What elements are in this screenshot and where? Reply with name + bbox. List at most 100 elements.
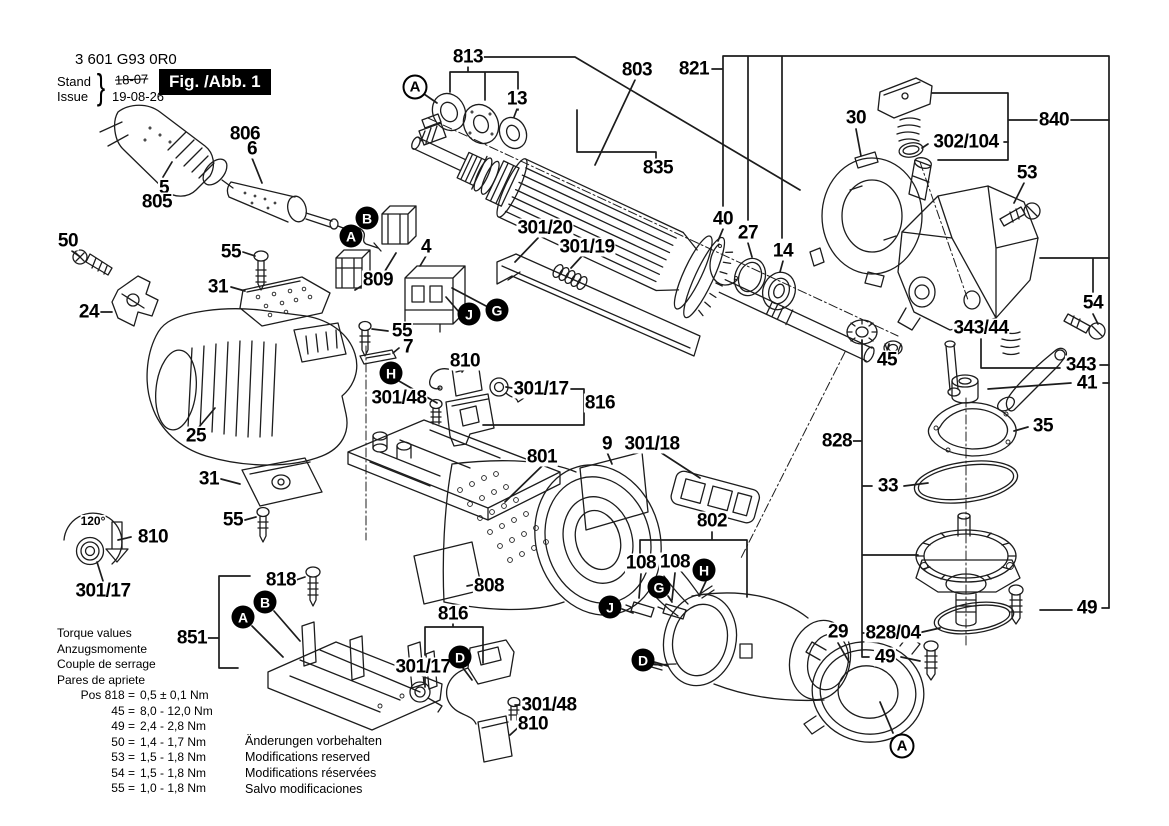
rings-40-27-14-drawing (709, 243, 797, 311)
torque-row: 54 =1,5 - 1,8 Nm (57, 766, 213, 782)
part-label-33-23: 33 (876, 475, 900, 497)
screw-55-top-drawing (253, 250, 269, 291)
part-label-301-20-8: 301/20 (516, 217, 574, 239)
part-label-810-60: 810 (516, 713, 550, 735)
part-label-851-56: 851 (175, 627, 209, 649)
letter-badge-G-8: G (647, 575, 671, 599)
part-label-108-53: 108 (624, 552, 658, 574)
switch-816-group-drawing (409, 639, 521, 763)
screw-818-drawing (305, 566, 321, 607)
torque-row: 53 =1,5 - 1,8 Nm (57, 750, 213, 766)
stand-issue-brace: } (96, 66, 106, 107)
part-label-828-04-24: 828/04 (864, 622, 922, 644)
screw-53-drawing (999, 202, 1041, 227)
screw-50-drawing (72, 249, 113, 276)
part-label-41-19: 41 (1075, 372, 1099, 394)
part-label-835-4: 835 (641, 157, 675, 179)
part-label-816-47: 816 (583, 392, 617, 414)
handle-housing-25-drawing (146, 308, 358, 466)
part-label-31-34: 31 (206, 276, 230, 298)
part-label-55-42: 55 (390, 320, 414, 342)
letter-badge-G-5: G (485, 298, 509, 322)
torque-pos: 55 = (111, 781, 135, 795)
notice-line: Modifications reserved (245, 750, 371, 764)
nameplate-808-drawing (413, 541, 483, 605)
screw-55-bottom-drawing (256, 506, 270, 543)
part-label-54-16: 54 (1081, 292, 1105, 314)
part-label-27-6: 27 (736, 222, 760, 244)
letter-badge-A-0: A (402, 74, 428, 100)
part-label-813-0: 813 (451, 46, 485, 68)
letter-badge-H-6: H (379, 361, 403, 385)
date-superseded: 18-07 (114, 71, 149, 88)
spindle-lock-button-840-drawing (877, 77, 933, 201)
letter-badge-J-9: J (598, 595, 622, 619)
screw-54-drawing (1063, 313, 1106, 340)
spiral-spring-drawing (63, 512, 129, 566)
switch-4-drawing (404, 265, 466, 333)
letter-badge-A-1: A (889, 733, 915, 759)
part-label-803-1: 803 (620, 59, 654, 81)
power-plug-drawing (99, 104, 382, 252)
part-label-810-39: 810 (136, 526, 170, 548)
gear-housing-drawing (897, 185, 1039, 331)
spring-301-19-drawing (552, 263, 588, 291)
part-label-343-44-17: 343/44 (952, 317, 1010, 339)
part-label-828-22: 828 (820, 430, 854, 452)
o-ring-828-04-drawing (933, 601, 1015, 635)
lock-lever-343-drawing (944, 331, 1068, 412)
bevel-gear-828-drawing (915, 512, 1021, 627)
part-number: 3 601 G93 0R0 (75, 51, 177, 68)
brush-holder-301-48-drawing (429, 393, 495, 447)
part-label-40-5: 40 (711, 208, 735, 230)
torque-title-line: Torque values (57, 626, 132, 640)
part-label-301-18-50: 301/18 (623, 433, 681, 455)
torque-title-line: Couple de serrage (57, 657, 156, 671)
part-label-24-35: 24 (77, 301, 101, 323)
part-label-120--41: 120° (80, 514, 106, 528)
cover-31-bottom-drawing (241, 457, 323, 507)
o-ring-33-drawing (913, 460, 1019, 504)
torque-pos: 45 = (111, 703, 135, 718)
torque-pos: 54 = (111, 765, 135, 780)
torque-value: 1,0 - 1,8 Nm (140, 781, 207, 795)
part-label-50-32: 50 (56, 230, 80, 252)
part-label-343-18: 343 (1064, 354, 1098, 376)
part-label-301-19-9: 301/19 (558, 236, 616, 258)
bearing-cover-29-drawing (803, 635, 925, 743)
bearing-813-group-drawing (418, 92, 528, 150)
torque-pos: 50 = (111, 734, 135, 749)
screws-49-drawing (923, 584, 1024, 681)
letter-badge-B-2: B (355, 206, 379, 230)
issue-label: Issue (57, 89, 89, 104)
part-label-29-27: 29 (826, 621, 850, 643)
vent-cover-31-top-drawing (239, 276, 331, 327)
letter-badge-H-7: H (692, 558, 716, 582)
switch-base-851-drawing (267, 621, 443, 731)
part-label-9-49: 9 (600, 433, 614, 455)
stator-802-drawing (625, 565, 852, 702)
torque-title-line: Pares de apriete (57, 672, 146, 687)
part-label-14-7: 14 (771, 240, 795, 262)
letter-badge-D-10: D (631, 648, 655, 672)
part-label-806-28: 806 (228, 123, 262, 145)
part-label-55-38: 55 (221, 509, 245, 531)
torque-pos: 49 = (111, 719, 135, 733)
torque-row: 50 =1,4 - 1,7 Nm (57, 735, 213, 751)
part-label-301-17-58: 301/17 (394, 656, 452, 678)
lever-301-20-drawing (496, 253, 701, 357)
letter-badge-D-11: D (448, 645, 472, 669)
part-label-805-31: 805 (140, 191, 174, 213)
notice-line: Modifications réservées (245, 766, 377, 780)
notice-line: Änderungen vorbehalten (245, 734, 382, 748)
part-label-802-52: 802 (695, 510, 729, 532)
part-label-13-3: 13 (505, 88, 529, 110)
part-label-840-13: 840 (1037, 109, 1071, 131)
part-label-808-51: 808 (472, 575, 506, 597)
brush-carrier-chassis-drawing (347, 419, 561, 521)
torque-row: Pos 818 =0,5 ± 0,1 Nm (57, 688, 213, 704)
